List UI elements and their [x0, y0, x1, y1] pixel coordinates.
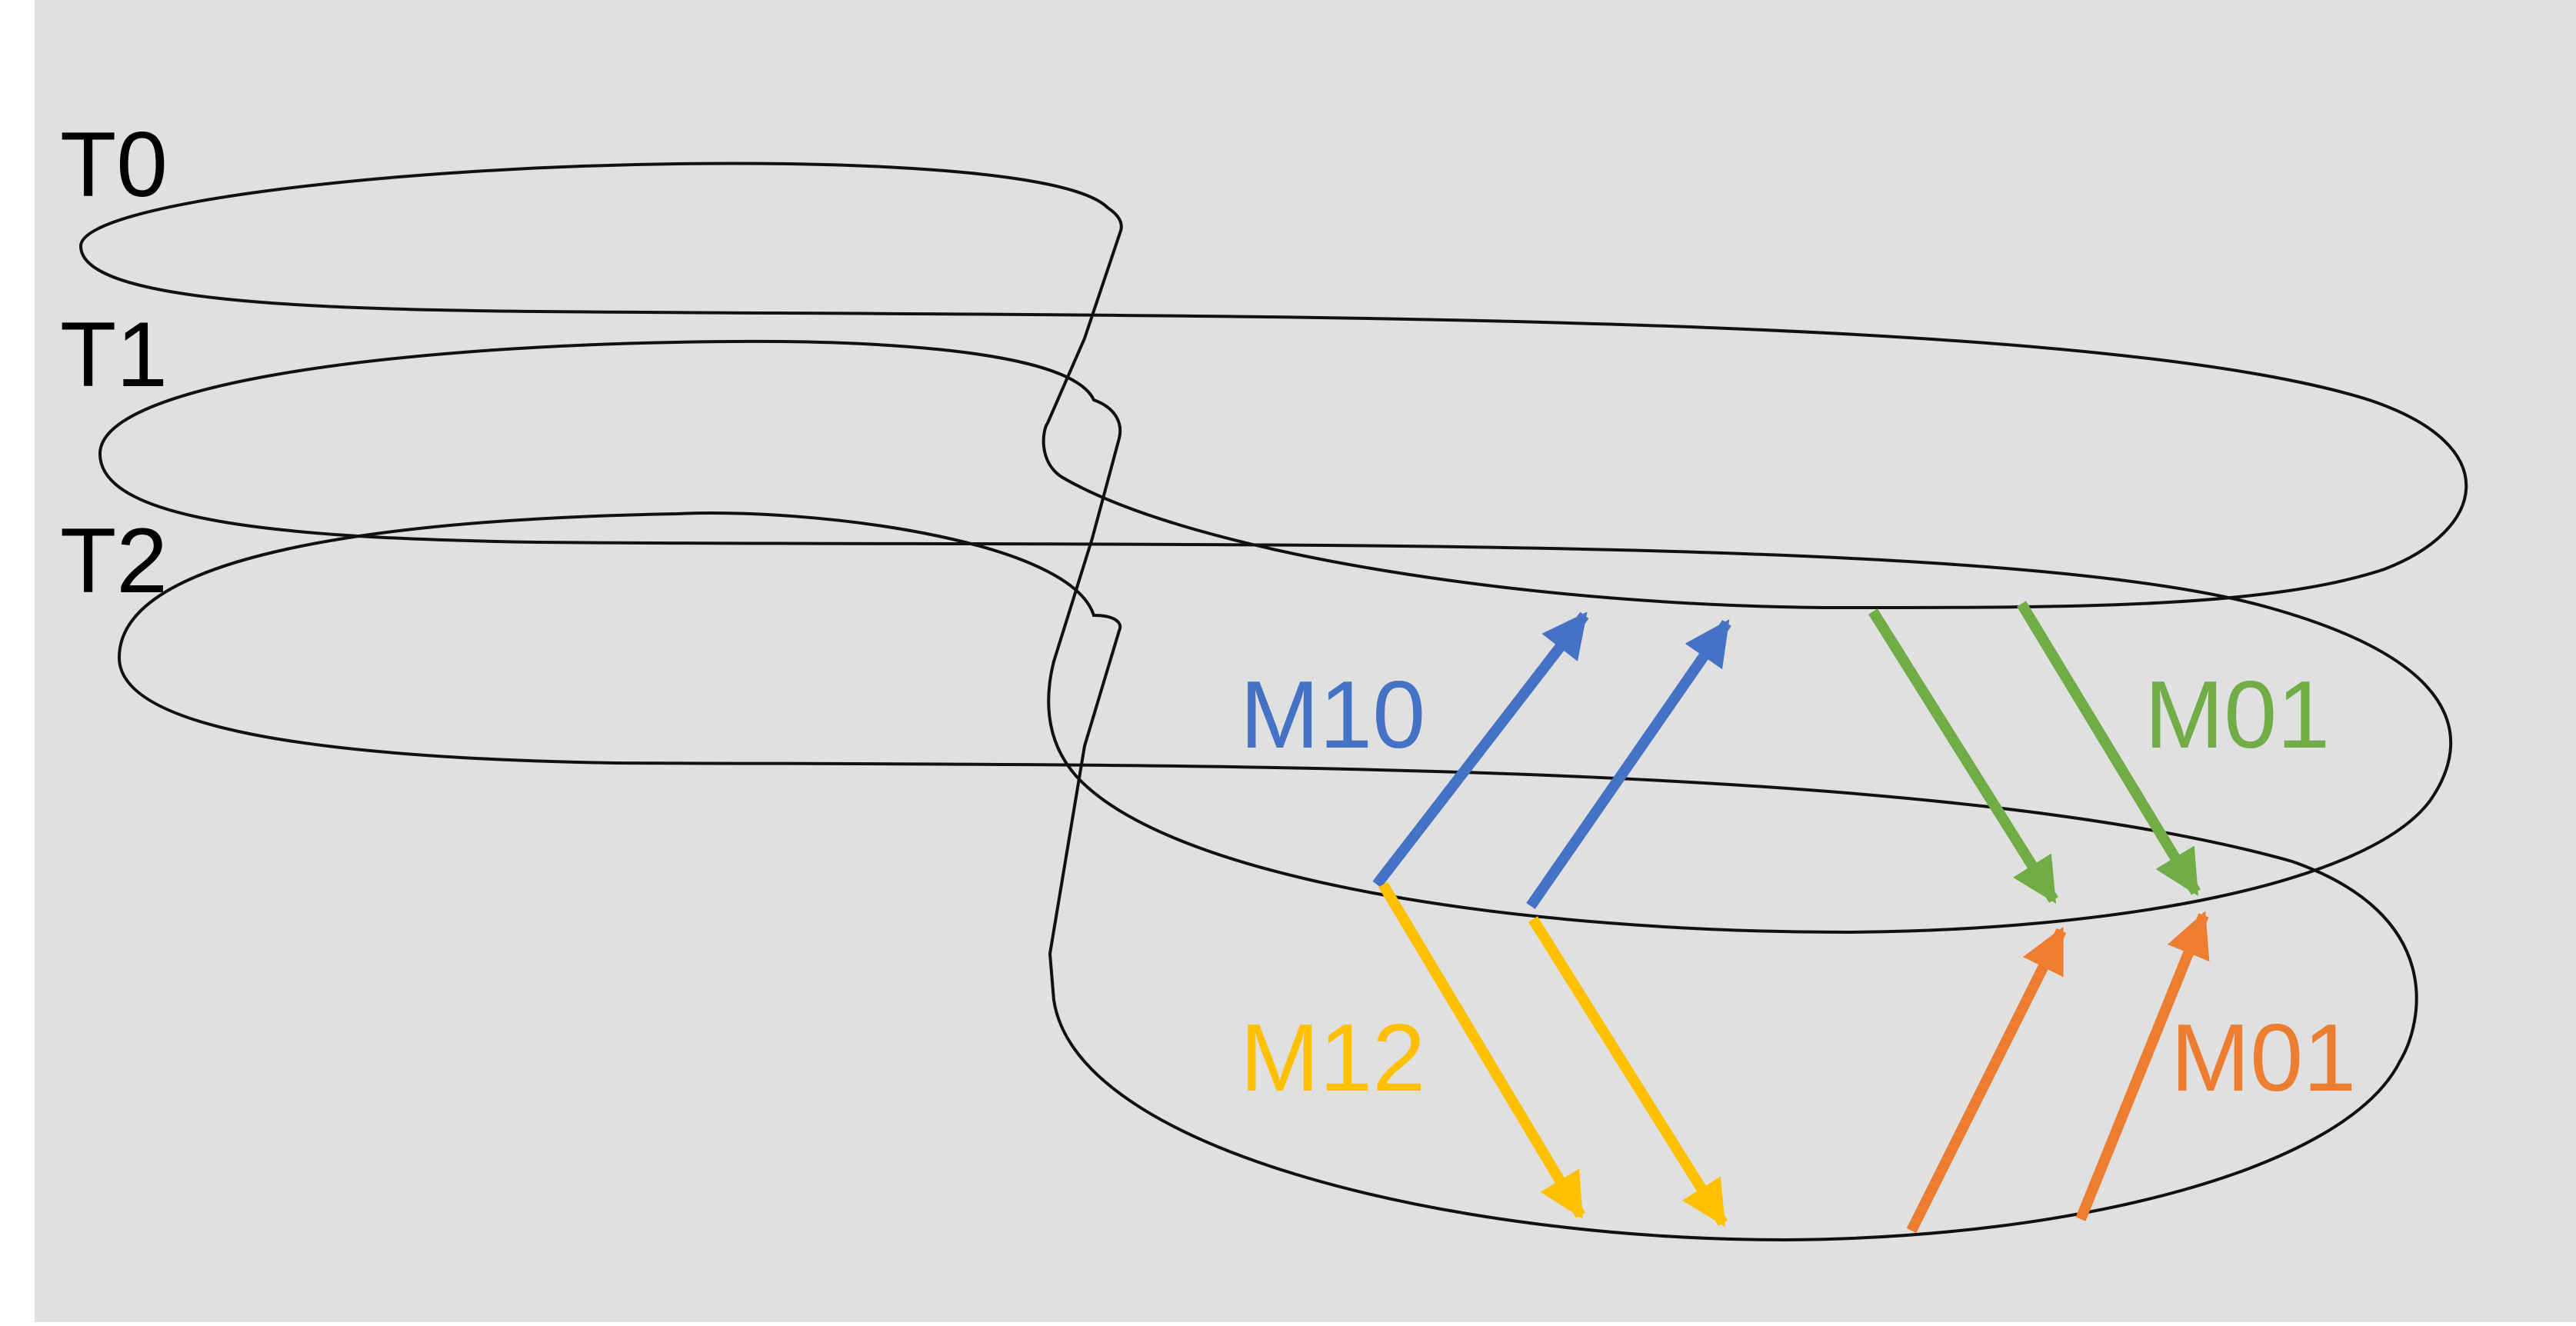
layer-outline-t2	[117, 511, 2418, 1242]
mapping-arrow-m01-orange-1	[1906, 926, 2067, 1234]
layer-label-t2: T2	[60, 509, 168, 612]
layer-outline-t0	[78, 162, 2468, 610]
mapping-label-m01-orange: M01	[2171, 1005, 2356, 1111]
mapping-label-m12: M12	[1240, 1005, 1425, 1111]
mapping-label-m10: M10	[1240, 662, 1425, 768]
mapping-arrow-m01-green-2	[2017, 601, 2201, 897]
mapping-arrow-m01-green-1	[1868, 608, 2058, 904]
mapping-arrow-m10-2	[1526, 619, 1731, 909]
layer-label-t1: T1	[60, 303, 168, 406]
background-panel	[35, 0, 2576, 1322]
mapping-arrow-m10-1	[1372, 611, 1589, 888]
mapping-arrow-m12-1	[1378, 881, 1586, 1220]
layer-outline-t1	[98, 339, 2453, 935]
mapping-label-m01-green: M01	[2144, 662, 2330, 768]
layer-label-t0: T0	[60, 113, 168, 216]
mapping-arrow-m01-orange-2	[2075, 911, 2210, 1221]
mapping-arrow-m12-2	[1528, 916, 1728, 1227]
